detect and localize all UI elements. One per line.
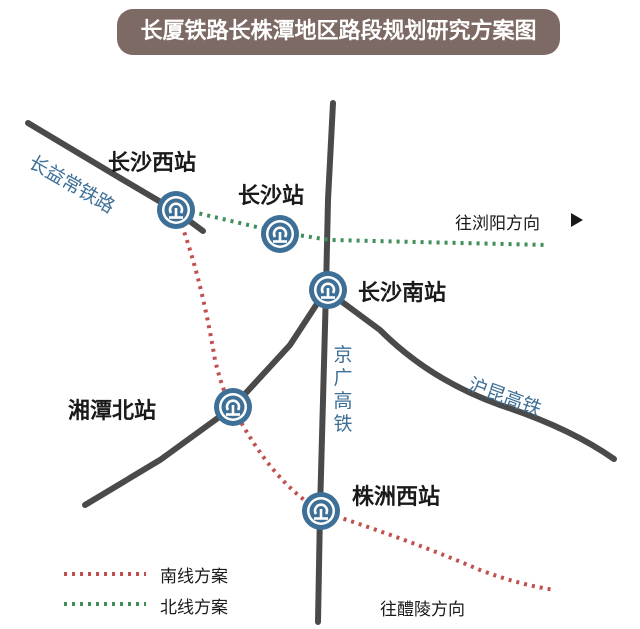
station-icon-changsha — [259, 213, 301, 255]
line-label-jingguang: 京广高铁 — [333, 344, 353, 435]
station-label-xiangtan-north: 湘潭北站 — [68, 399, 157, 424]
station-label-zhuzhou-west: 株洲西站 — [352, 485, 441, 510]
legend-label-north: 北线方案 — [160, 598, 228, 618]
hukun-rail — [323, 287, 617, 462]
station-label-changsha: 长沙站 — [238, 184, 305, 209]
north-line-route — [175, 206, 549, 247]
station-icon-changsha-south — [307, 269, 349, 311]
jingguang-rail — [315, 100, 336, 625]
direction-label-liling: 往醴陵方向 — [380, 600, 465, 620]
direction-label-liuyang: 往浏阳方向 — [455, 214, 540, 234]
south-line-route — [174, 209, 556, 592]
station-icon-zhuzhou-west — [300, 490, 342, 532]
map-title: 长厦铁路长株潭地区路段规划研究方案图 — [117, 9, 560, 55]
station-label-changsha-west: 长沙西站 — [108, 151, 197, 176]
arrow-right-icon — [571, 213, 583, 227]
legend-label-south: 南线方案 — [160, 567, 228, 587]
station-icon-xiangtan-north — [212, 386, 254, 428]
station-label-changsha-south: 长沙南站 — [358, 281, 447, 306]
station-icon-changsha-west — [155, 189, 197, 231]
